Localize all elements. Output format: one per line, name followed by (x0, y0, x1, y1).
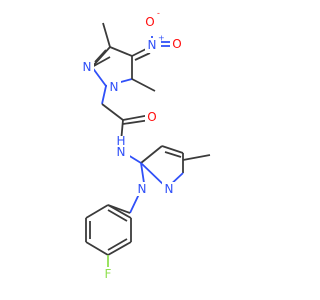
bond (127, 154, 142, 164)
bond (107, 241, 132, 256)
atom-bg (145, 38, 160, 53)
pyrazole-b-nitrogen-2-label: N (165, 182, 174, 196)
bond (102, 22, 111, 48)
atom-bg (143, 15, 158, 30)
bond (140, 145, 163, 164)
bond (91, 46, 111, 68)
bond (94, 49, 107, 63)
nitro-oxygen-top-label: O (145, 15, 154, 29)
atom-bg (107, 80, 121, 94)
bond (101, 85, 107, 105)
nitro-oxygen-right-label: O (172, 37, 181, 51)
atom-bg (101, 267, 115, 281)
atom-bg (145, 110, 160, 125)
amide-hydrogen-label: H (116, 134, 125, 148)
bond (91, 56, 111, 68)
fluorine-label: F (105, 267, 112, 281)
bond (101, 103, 124, 121)
pyrazole-a-nitrogen-1-label: N (83, 60, 92, 74)
atom-layer: N + O - O N N O H N N N F (80, 9, 185, 281)
bond (140, 162, 145, 184)
atom-bg (112, 136, 130, 158)
bond (107, 238, 128, 251)
molecule-diagram: N + O - O N N O H N N N F (80, 8, 211, 281)
bond (107, 209, 128, 222)
bond (85, 204, 109, 219)
bond (109, 46, 133, 57)
bond (131, 78, 156, 92)
bond (107, 204, 132, 219)
amide-nitrogen-label: N (117, 145, 126, 159)
atom-bg (162, 182, 176, 196)
nitro-nitrogen-charge: + (158, 34, 165, 43)
bond (91, 66, 107, 87)
atom-bg (135, 182, 149, 196)
bond (85, 241, 109, 256)
atom-bg (80, 60, 94, 74)
pyrazole-b-nitrogen-1-label: N (138, 182, 147, 196)
bond-layer (85, 22, 211, 270)
bond (164, 151, 182, 158)
nitro-nitrogen-label: N (148, 38, 157, 52)
pyrazole-a-nitrogen-2-label: N (110, 80, 119, 94)
bond (161, 145, 184, 154)
atom-bg (170, 37, 185, 52)
amide-oxygen-label: O (147, 110, 156, 124)
structure-canvas: N + O - O N N O H N N N F (80, 8, 211, 281)
bond (182, 154, 211, 161)
bond (134, 52, 151, 61)
nitro-oxygen-top-charge: - (157, 9, 160, 18)
